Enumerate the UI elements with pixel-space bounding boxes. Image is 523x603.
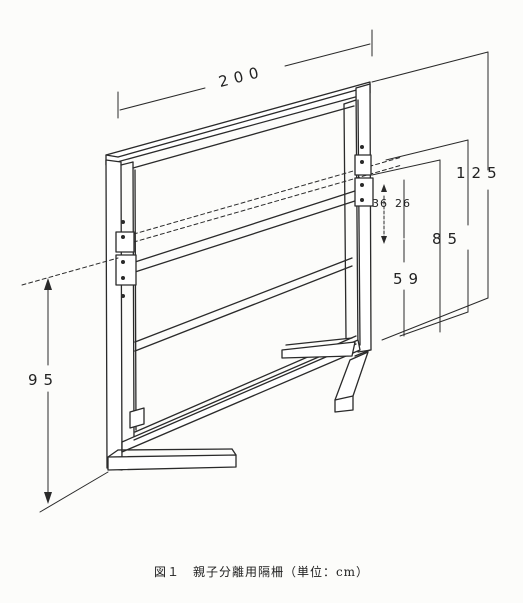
label-85: 85 — [432, 230, 463, 248]
figure-caption: 図１ 親子分離用隔柵（単位：cm） — [153, 565, 370, 579]
dimension-height-59: 36 26 59 — [371, 159, 441, 337]
label-26: 26 — [395, 197, 411, 210]
fence-frame — [105, 81, 372, 471]
label-200: 200 — [217, 62, 267, 91]
dimension-width: 200 — [117, 29, 373, 119]
label-95: 95 — [28, 371, 59, 389]
brackets — [115, 145, 374, 298]
label-125: 125 — [456, 164, 503, 182]
label-36: 36 — [372, 197, 388, 210]
fence-feet — [107, 337, 371, 471]
dimension-height-85: 85 — [385, 139, 469, 337]
horizontal-bars — [119, 156, 403, 352]
label-59: 59 — [393, 270, 424, 288]
dimension-height-95: 95 — [21, 257, 119, 513]
dimension-height-125: 125 — [371, 51, 503, 341]
